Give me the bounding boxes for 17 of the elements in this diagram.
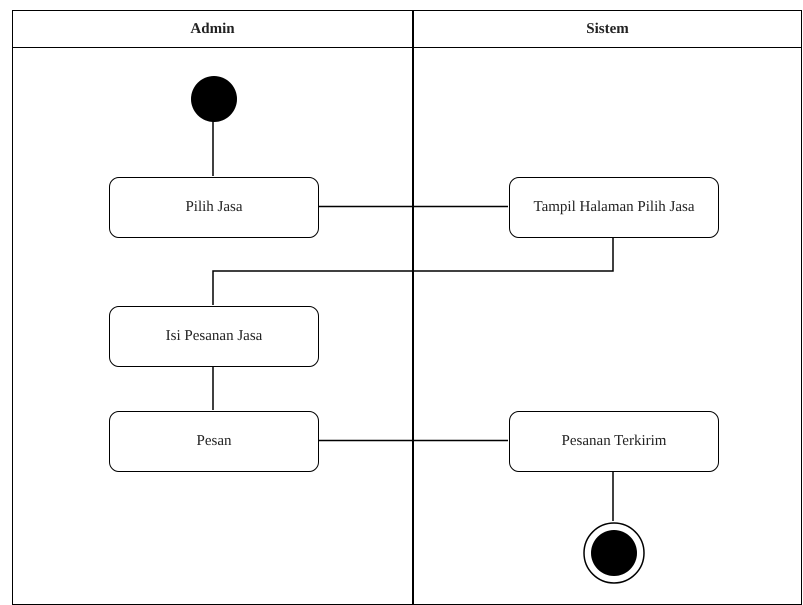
connector-line <box>612 471 614 521</box>
connector-line <box>212 366 214 410</box>
activity-box: Tampil Halaman Pilih Jasa <box>509 177 719 238</box>
activity-box: Pesan <box>109 411 319 472</box>
connector-line <box>212 237 614 305</box>
end-node <box>583 522 645 584</box>
swimlane <box>12 10 413 605</box>
swimlane <box>413 10 802 605</box>
activity-box: Pilih Jasa <box>109 177 319 238</box>
activity-box: Pesanan Terkirim <box>509 411 719 472</box>
connector-line <box>318 206 508 208</box>
activity-box: Isi Pesanan Jasa <box>109 306 319 367</box>
lane-header: Sistem <box>414 11 801 48</box>
connector-line <box>318 440 508 442</box>
connector-line <box>212 121 214 176</box>
start-node <box>191 76 237 122</box>
lane-header: Admin <box>13 11 412 48</box>
